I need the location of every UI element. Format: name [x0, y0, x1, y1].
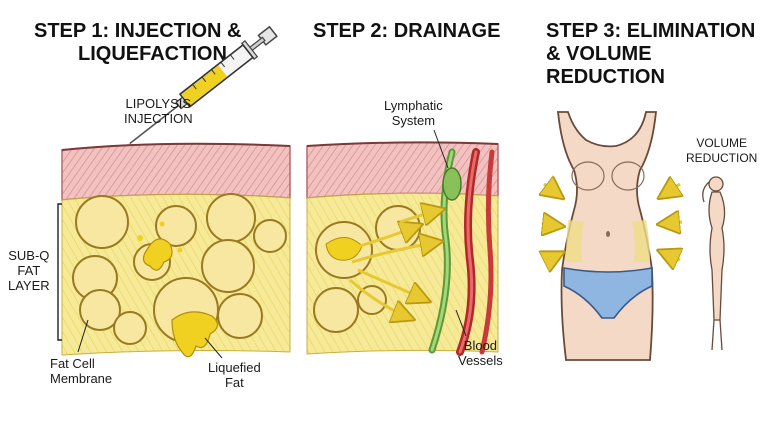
- volume-label-line1: VOLUME: [696, 136, 748, 150]
- silhouette-body: [708, 191, 726, 321]
- vessels-label-line2: Vessels: [458, 353, 503, 368]
- panel2-tissue: [306, 141, 499, 356]
- liquefied-leader-line: [204, 337, 223, 359]
- drainage-fat-blob: [325, 237, 363, 261]
- injection-label-line2: INJECTION: [124, 111, 193, 126]
- silhouette-ponytail: [702, 181, 710, 203]
- layer-label-line2: FAT: [17, 263, 41, 278]
- panel1-skin-layer: [61, 143, 291, 201]
- blood-vessel-inner: [458, 150, 478, 354]
- step1-title-line2: LIQUEFACTION: [78, 43, 227, 65]
- reduction-arrow: [544, 184, 560, 196]
- reduction-arrow: [544, 254, 560, 262]
- liquefied-label-line1: Liquefied: [208, 360, 261, 375]
- vessels-leader-line: [455, 309, 467, 337]
- subq-layer-bracket: [57, 203, 62, 341]
- fat-cell: [75, 195, 129, 249]
- lipolysis-injection-label: LIPOLYSIS INJECTION: [124, 96, 193, 126]
- membrane-label-line1: Fat Cell: [50, 356, 95, 371]
- blood-vessels-label: Blood Vessels: [458, 338, 503, 368]
- briefs: [563, 267, 653, 319]
- lymphatic-label-line2: System: [391, 113, 436, 128]
- reduction-arrows: [542, 184, 682, 262]
- fat-droplet: [159, 221, 165, 227]
- panel1-tissue: [61, 142, 291, 358]
- fat-cell: [253, 219, 287, 253]
- liquefied-label-line2: Fat: [224, 375, 244, 390]
- lymph-node: [442, 167, 462, 201]
- fat-cell: [155, 205, 197, 247]
- fat-droplet: [177, 247, 183, 253]
- torso-breast-left: [571, 161, 605, 191]
- step3-title: STEP 3: ELIMINATION & VOLUME REDUCTION: [546, 20, 773, 89]
- reduction-arrow: [662, 222, 683, 224]
- syringe-icon: [129, 25, 278, 145]
- drainage-arrow: [359, 226, 418, 248]
- fat-droplet: [137, 235, 143, 241]
- step3-title-line2: & VOLUME REDUCTION: [546, 43, 665, 88]
- fat-cell: [201, 239, 255, 293]
- layer-label-line3: LAYER: [8, 278, 50, 293]
- lymphatic-system-label: Lymphatic System: [384, 98, 443, 128]
- liquefied-fat-label: Liquefied Fat: [208, 360, 261, 390]
- layer-label-line1: SUB-Q: [8, 248, 50, 263]
- lymphatic-leader-line: [433, 129, 449, 169]
- fat-cell-membrane-label: Fat Cell Membrane: [50, 356, 112, 386]
- panel3-torso-figure: [557, 111, 657, 361]
- reduction-arrow: [662, 184, 680, 196]
- lymphatic-label-line1: Lymphatic: [384, 98, 443, 113]
- torso-breast-right: [611, 161, 645, 191]
- drainage-arrow: [349, 278, 410, 318]
- panel2-skin-surface: [306, 141, 499, 147]
- subq-fat-layer-label: SUB-Q FAT LAYER: [8, 248, 50, 293]
- torso-fat-zone-right: [632, 220, 650, 262]
- fat-cell: [79, 289, 121, 331]
- fat-cell: [113, 311, 147, 345]
- step2-title: STEP 2: DRAINAGE: [313, 20, 500, 43]
- blood-vessel-branch: [479, 149, 495, 355]
- reduction-arrow: [662, 252, 680, 260]
- membrane-label-line2: Membrane: [50, 371, 113, 386]
- slim-silhouette-icon: [702, 176, 726, 351]
- panel1-skin-surface: [61, 142, 291, 151]
- reduction-arrow: [542, 224, 560, 226]
- vessels-label-line1: Blood: [463, 338, 498, 353]
- fat-cell: [313, 287, 359, 333]
- drainage-arrow: [357, 268, 426, 300]
- drainage-arrow: [351, 242, 438, 264]
- torso-navel: [606, 231, 610, 237]
- drainage-arrow: [399, 210, 440, 222]
- step3-title-line1: STEP 3: ELIMINATION: [546, 20, 756, 42]
- liquefied-fat-pool: [171, 311, 219, 358]
- volume-reduction-label: VOLUME REDUCTION: [686, 136, 757, 166]
- fat-cell: [206, 193, 256, 243]
- drainage-arrows: [349, 210, 440, 318]
- panel1-fat-cells: [72, 193, 287, 345]
- step1-title: STEP 1: INJECTION & LIQUEFACTION: [34, 20, 241, 66]
- step1-title-line1: STEP 1: INJECTION &: [34, 20, 242, 42]
- step2-title-text: STEP 2: DRAINAGE: [313, 20, 501, 42]
- silhouette-legs: [711, 319, 723, 351]
- fat-cell: [217, 293, 263, 339]
- torso-fat-zone-left: [566, 220, 584, 262]
- volume-label-line2: REDUCTION: [686, 151, 758, 165]
- liquefied-fat-splash: [142, 238, 173, 271]
- membrane-leader-line: [77, 319, 89, 353]
- silhouette-head: [708, 176, 724, 192]
- injection-label-line1: LIPOLYSIS: [125, 96, 192, 111]
